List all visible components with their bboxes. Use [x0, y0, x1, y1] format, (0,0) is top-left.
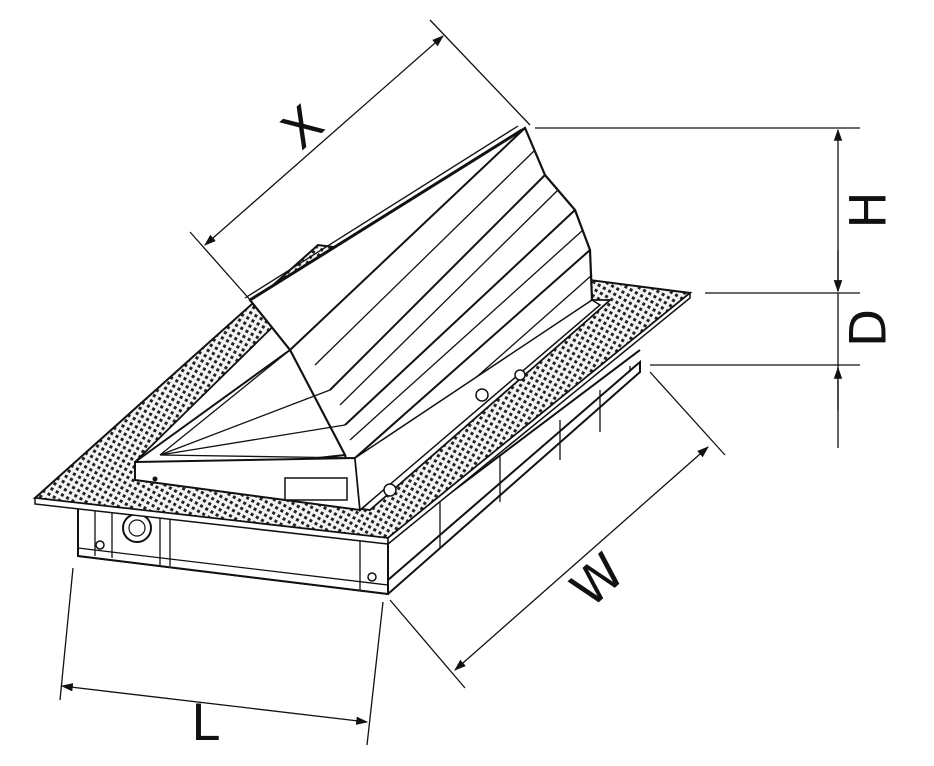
- vent-cover: [134, 125, 613, 513]
- dimension-h-label: H: [840, 191, 898, 229]
- bolt-icon: [367, 572, 377, 582]
- dimension-h-d: H D: [535, 127, 898, 448]
- dimension-w-label: W: [560, 542, 636, 618]
- drain-pipe-icon: [122, 513, 152, 543]
- nameplate: [284, 477, 348, 501]
- dimension-l-label: L: [191, 694, 219, 752]
- base-frame: [77, 349, 641, 596]
- dimension-l: L: [59, 567, 384, 752]
- bolt-icon: [95, 540, 105, 550]
- dimension-d-label: D: [840, 309, 898, 348]
- dimension-x-label: X: [271, 94, 335, 160]
